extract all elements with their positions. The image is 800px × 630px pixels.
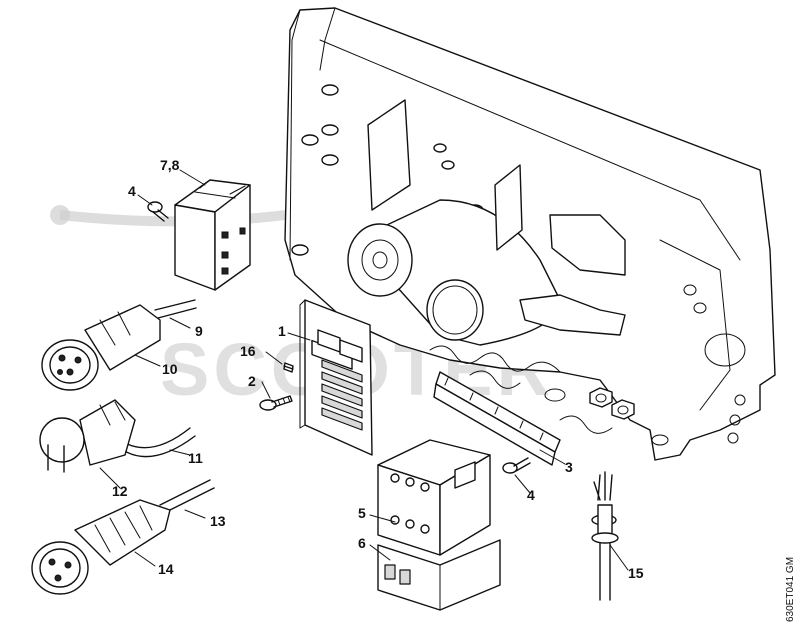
din-rail xyxy=(433,371,561,466)
label-part-12: 12 xyxy=(112,483,128,499)
label-part-4-top: 4 xyxy=(128,183,136,199)
drawing-code: 630ET041 GM xyxy=(785,557,796,622)
screw-2 xyxy=(259,395,293,411)
label-part-4-lower: 4 xyxy=(527,487,535,503)
contactor xyxy=(377,439,491,556)
label-part-1: 1 xyxy=(278,323,286,339)
label-part-7-8: 7,8 xyxy=(160,157,180,173)
label-part-15: 15 xyxy=(628,565,644,581)
relay-module xyxy=(174,179,251,291)
label-part-6: 6 xyxy=(358,535,366,551)
label-part-10: 10 xyxy=(162,361,178,377)
screw-4-lower xyxy=(502,457,531,474)
circuit-board xyxy=(299,299,373,456)
label-part-5: 5 xyxy=(358,505,366,521)
cee-plug-14 xyxy=(31,479,215,595)
label-part-13: 13 xyxy=(210,513,226,529)
fuse xyxy=(283,362,294,373)
auxiliary-contact xyxy=(377,539,501,611)
label-part-2: 2 xyxy=(248,373,256,389)
label-part-14: 14 xyxy=(158,561,174,577)
label-part-16: 16 xyxy=(240,343,256,359)
cee-plug-10 xyxy=(41,299,197,391)
label-part-3: 3 xyxy=(565,459,573,475)
hex-nuts xyxy=(589,387,635,420)
housing-plate xyxy=(284,7,776,461)
label-part-11: 11 xyxy=(188,450,203,466)
cable-with-grommet xyxy=(591,471,619,601)
label-part-9: 9 xyxy=(195,323,203,339)
schuko-plug-12 xyxy=(39,399,196,473)
leader-lines xyxy=(99,169,629,571)
